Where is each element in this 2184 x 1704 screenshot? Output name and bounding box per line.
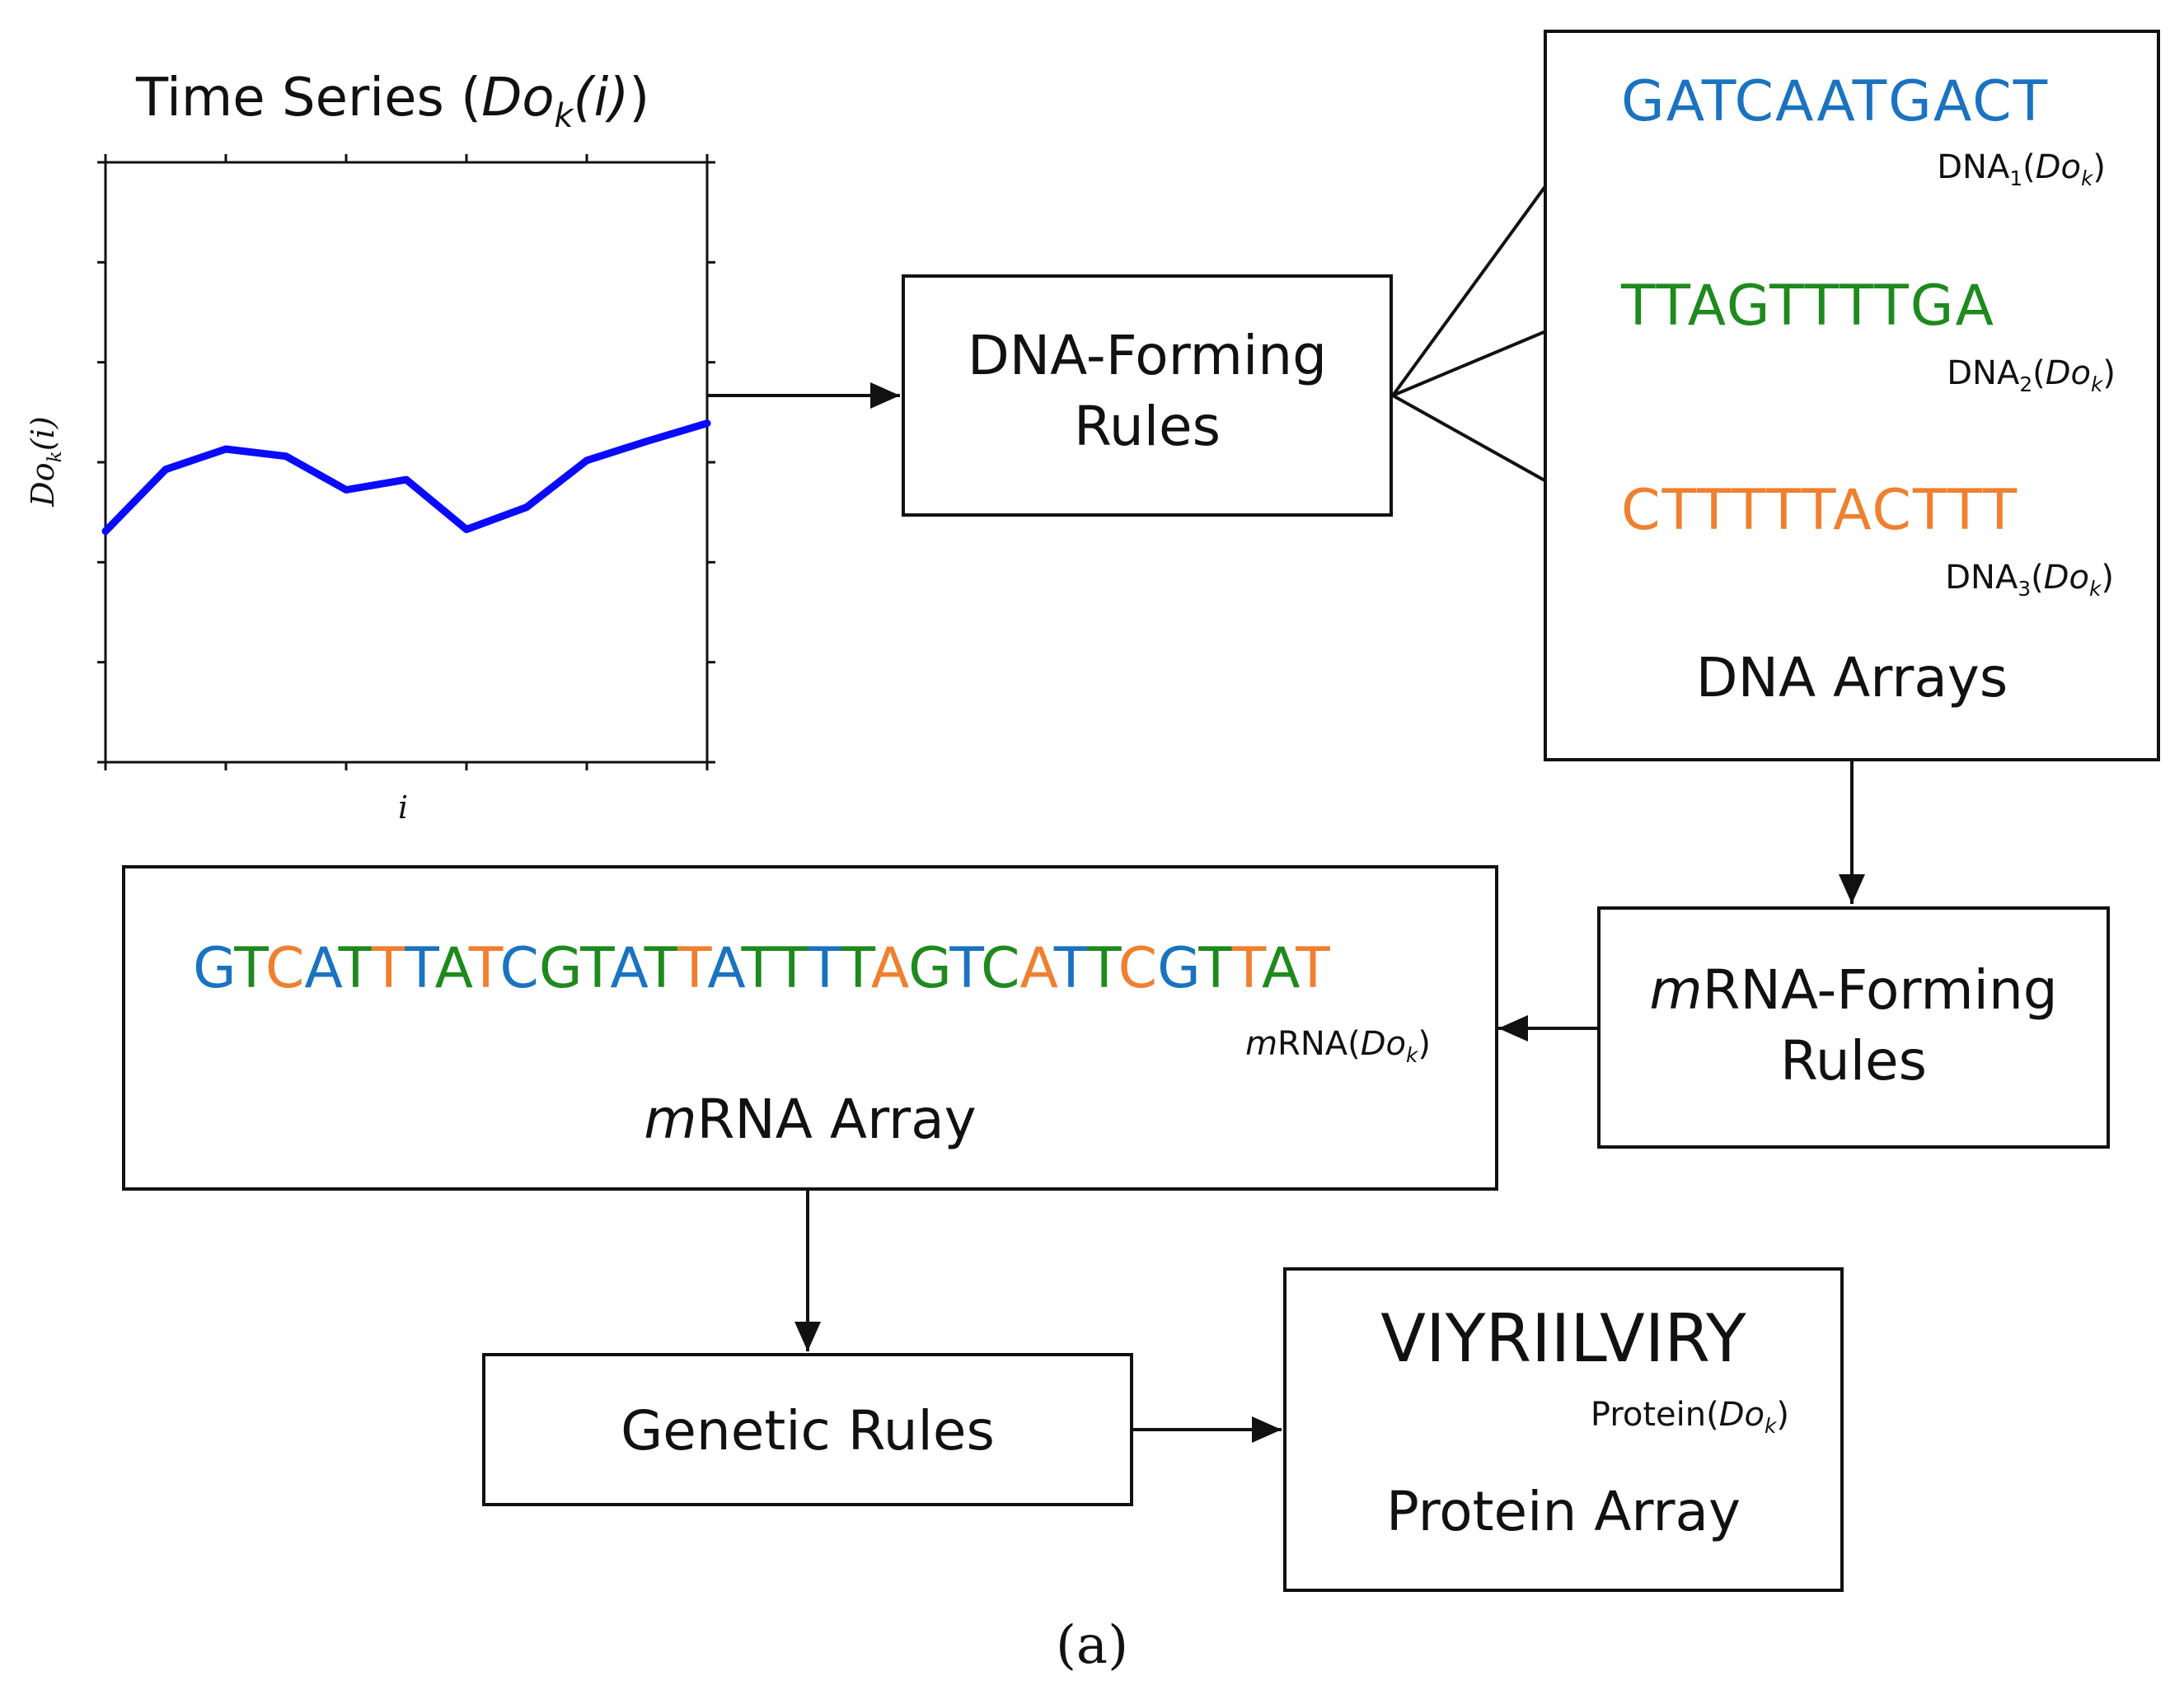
mrna-letter: A	[870, 936, 909, 1001]
mrna-letter: C	[265, 936, 305, 1001]
mrna-rules-line1: mRNA-Forming	[1649, 958, 2058, 1022]
mrna-letter: T	[841, 936, 871, 1001]
dna1-label: DNA1(Dok)	[1937, 148, 2106, 190]
mrna-letter: T	[1087, 936, 1118, 1001]
mrna-letter: C	[980, 936, 1020, 1001]
dna-rules-line1: DNA-Forming	[967, 324, 1328, 387]
mrna-letter: A	[1261, 936, 1296, 1001]
mrna-forming-rules-box: mRNA-Forming Rules	[1597, 906, 2110, 1149]
mrna-letter: A	[707, 936, 742, 1001]
mrna-letter: T	[1296, 936, 1330, 1001]
mrna-letter: T	[338, 936, 372, 1001]
genetic-rules-label: Genetic Rules	[621, 1399, 995, 1463]
mrna-letter: T	[644, 936, 677, 1001]
mrna-letter: G	[1157, 936, 1199, 1001]
dna-arrays-box: GATCAATGACT DNA1(Dok) TTAGTTTTGA DNA2(Do…	[1544, 30, 2160, 761]
mrna-letter: A	[434, 936, 469, 1001]
time-series-line	[101, 419, 711, 536]
mrna-array-box: GTCATTTATCGTATTATTTTAGTCATTCGTTAT mRNA(D…	[122, 865, 1498, 1191]
mrna-letter: T	[677, 936, 708, 1001]
mrna-letter: G	[538, 936, 581, 1001]
plot-x-axis-label: i	[398, 789, 409, 826]
mrna-letter: T	[949, 936, 981, 1001]
dna-arrays-title: DNA Arrays	[1695, 646, 2008, 709]
mrna-array-title: mRNA Array	[644, 1088, 977, 1151]
mrna-sequence: GTCATTTATCGTATTATTTTAGTCATTCGTTAT	[193, 936, 1330, 1001]
mrna-letter: T	[741, 936, 775, 1001]
dna2-sequence: TTAGTTTTGA	[1621, 274, 1995, 339]
mrna-letter: T	[1231, 936, 1262, 1001]
mrna-letter: T	[1053, 936, 1088, 1001]
mrna-letter: A	[1019, 936, 1054, 1001]
mrna-letter: T	[1198, 936, 1232, 1001]
dna-forming-rules-box: DNA-Forming Rules	[902, 274, 1393, 517]
dna2-label: DNA2(Dok)	[1947, 354, 2116, 396]
mrna-letter: T	[371, 936, 405, 1001]
mrna-label: mRNA(Dok)	[1245, 1025, 1431, 1067]
mrna-letter: T	[234, 936, 265, 1001]
mrna-letter: G	[193, 936, 235, 1001]
mrna-letter: A	[304, 936, 339, 1001]
mrna-letter: T	[580, 936, 611, 1001]
protein-array-box: VIYRIILVIRY Protein(Dok) Protein Array	[1283, 1267, 1844, 1592]
mrna-letter: G	[908, 936, 950, 1001]
mrna-letter: C	[1118, 936, 1158, 1001]
plot-y-axis-label: Dok(i)	[25, 416, 66, 507]
mrna-letter: A	[610, 936, 644, 1001]
plot-title: Time Series (Dok(i))	[136, 68, 650, 135]
mrna-letter: T	[405, 936, 435, 1001]
genetic-rules-box: Genetic Rules	[482, 1353, 1133, 1506]
protein-array-title: Protein Array	[1385, 1480, 1741, 1543]
dna3-sequence: CTTTTTACTTT	[1621, 478, 2019, 543]
plot-ticks	[97, 154, 715, 770]
mrna-rules-line2: Rules	[1779, 1028, 1928, 1093]
mrna-letter: T	[774, 936, 808, 1001]
protein-label: Protein(Dok)	[1590, 1396, 1789, 1438]
protein-sequence: VIYRIILVIRY	[1380, 1300, 1746, 1377]
dna3-label: DNA3(Dok)	[1945, 559, 2114, 601]
mrna-letter: C	[499, 936, 539, 1001]
dna1-sequence: GATCAATGACT	[1621, 69, 2050, 134]
dna-rules-line2: Rules	[1073, 394, 1221, 458]
figure-caption: (a)	[1055, 1615, 1129, 1676]
mrna-letter: T	[468, 936, 500, 1001]
mrna-letter: T	[808, 936, 841, 1001]
